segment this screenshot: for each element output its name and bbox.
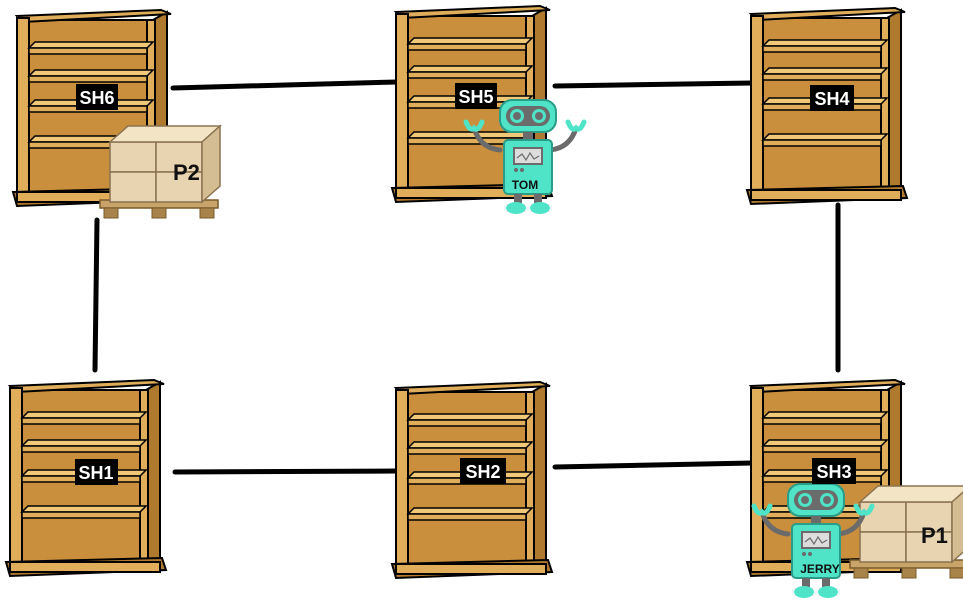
svg-text:SH3: SH3 — [816, 462, 851, 482]
svg-text:SH4: SH4 — [814, 89, 849, 109]
link-sh5-sh4 — [555, 83, 752, 86]
robot-label-tom: TOM — [512, 178, 538, 192]
link-sh6-sh5 — [173, 82, 397, 88]
shelf-label-sh5: SH5 — [455, 83, 497, 109]
package-p2 — [100, 126, 220, 218]
shelf-label-sh4: SH4 — [810, 85, 854, 111]
svg-text:SH5: SH5 — [458, 87, 493, 107]
shelf-label-sh1: SH1 — [75, 459, 118, 485]
shelf-label-sh3: SH3 — [812, 458, 856, 484]
link-sh6-sh1 — [95, 220, 97, 370]
link-sh2-sh3 — [555, 463, 752, 467]
shelf-label-sh2: SH2 — [460, 458, 506, 484]
link-sh1-sh2 — [175, 471, 397, 472]
package-label-p1: P1 — [921, 523, 948, 548]
shelf-label-sh6: SH6 — [76, 84, 118, 110]
svg-text:SH1: SH1 — [78, 463, 113, 483]
package-label-p2: P2 — [173, 160, 200, 185]
robot-label-jerry: JERRY — [800, 562, 840, 576]
svg-text:SH2: SH2 — [465, 462, 500, 482]
svg-text:SH6: SH6 — [79, 88, 114, 108]
